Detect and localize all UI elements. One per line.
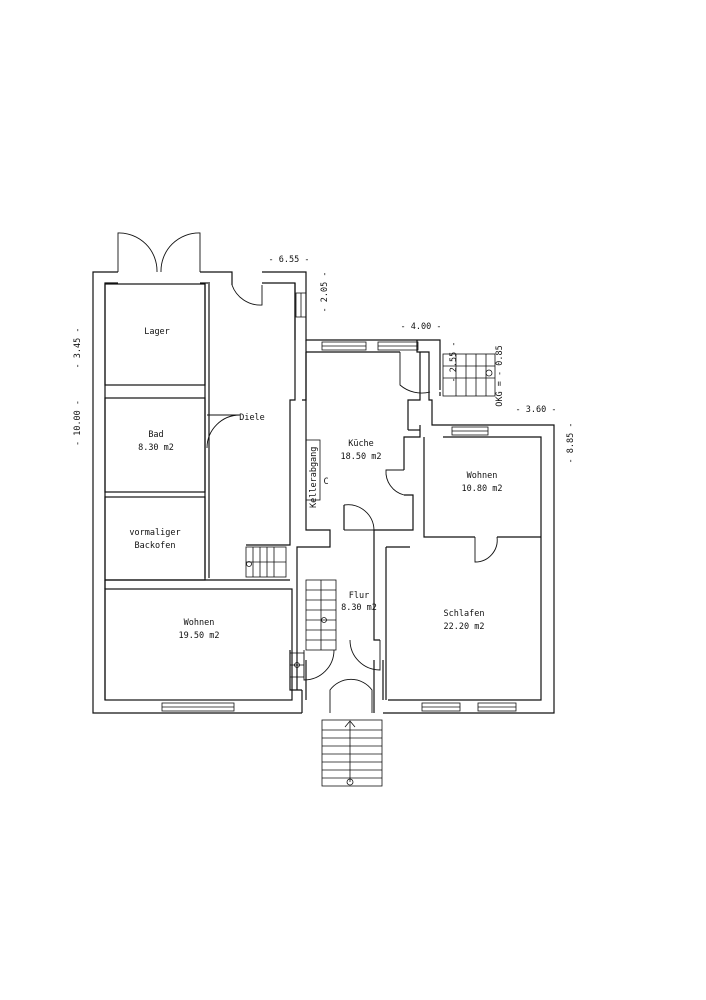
dim-2-55: - 2.55 - — [449, 342, 459, 383]
door-bad — [206, 414, 241, 449]
dim-3-60: - 3.60 - — [516, 405, 557, 415]
stairs-wohnen-left — [289, 652, 305, 678]
room-labels: Lager Bad 8.30 m2 Diele vormaliger Backo… — [129, 327, 502, 641]
doors — [117, 232, 498, 713]
room-schlafen-area: 22.20 m2 — [444, 622, 485, 632]
wohnen-left-walls — [104, 588, 293, 701]
kellerabgang-box — [305, 439, 321, 501]
door-schlafen-top — [474, 536, 498, 563]
door-wohnen-left — [303, 649, 335, 681]
c-mark: C — [323, 477, 328, 487]
dim-8-85: - 8.85 - — [566, 423, 576, 464]
room-schlafen-name: Schlafen — [444, 609, 485, 619]
door-front — [329, 678, 373, 713]
room-backofen-line2: Backofen — [135, 541, 176, 551]
stairs-flur — [305, 579, 337, 651]
dim-10-00: - 10.00 - — [73, 400, 83, 446]
room-lager-name: Lager — [144, 327, 170, 337]
room-kueche-area: 18.50 m2 — [341, 452, 382, 462]
room-kueche-name: Küche — [348, 439, 374, 449]
door-kueche-top — [399, 352, 431, 394]
door-kueche-flur — [343, 504, 375, 531]
stairs-entrance — [321, 719, 383, 787]
dim-6-55: - 6.55 - — [269, 255, 310, 265]
room-wohnen-right-area: 10.80 m2 — [462, 484, 503, 494]
room-diele-name: Diele — [239, 413, 265, 423]
room-bad-area: 8.30 m2 — [138, 443, 174, 453]
room-flur-area: 8.30 m2 — [341, 603, 377, 613]
stairs-diele — [245, 546, 287, 578]
dim-2-05: - 2.05 - — [320, 272, 330, 313]
windows — [161, 292, 517, 712]
room-wohnen-left-area: 19.50 m2 — [179, 631, 220, 641]
room-flur-name: Flur — [349, 591, 369, 601]
door-diele-entrance — [231, 284, 263, 306]
dim-4-00: - 4.00 - — [401, 322, 442, 332]
backofen-walls — [104, 496, 206, 581]
door-lager-right — [160, 232, 201, 273]
room-wohnen-left-name: Wohnen — [184, 618, 215, 628]
dim-okg: OKG = - 0.85 — [495, 345, 505, 406]
door-lager-left — [117, 232, 158, 273]
room-bad-name: Bad — [148, 430, 163, 440]
room-backofen-line1: vormaliger — [129, 528, 180, 538]
door-flur-schlafen — [349, 639, 381, 671]
dim-3-45: - 3.45 - — [73, 328, 83, 369]
interior-walls — [104, 283, 541, 713]
room-kellerabgang-name: Kellerabgang — [309, 447, 319, 508]
door-wohnen-right — [385, 469, 405, 496]
room-wohnen-right-name: Wohnen — [467, 471, 498, 481]
dimension-labels: - 6.55 - - 2.05 - - 4.00 - - 2.55 - OKG … — [73, 255, 576, 463]
stairs-okg — [442, 353, 496, 397]
